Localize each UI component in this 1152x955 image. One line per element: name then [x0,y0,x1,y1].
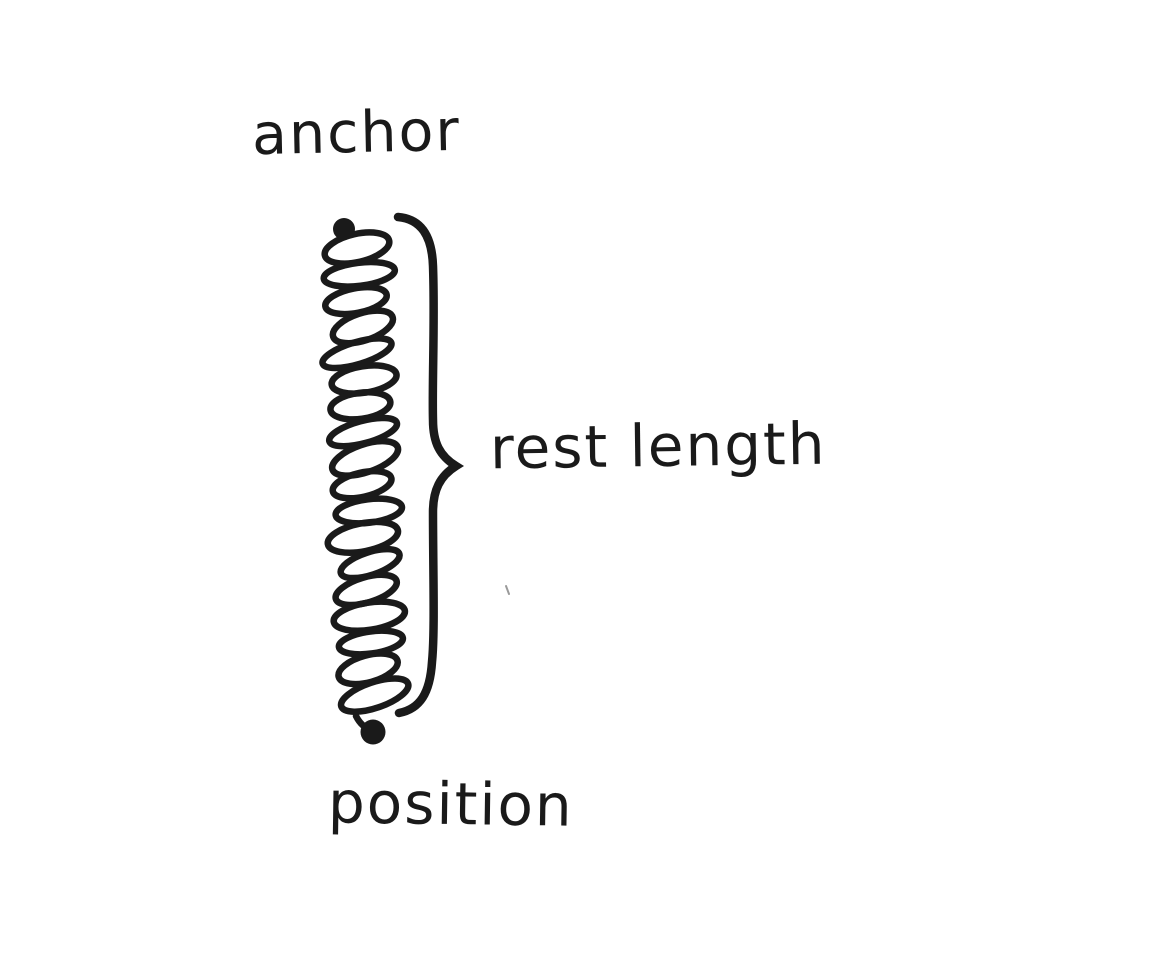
anchor-point [333,218,355,240]
rest-length-brace [393,212,465,718]
ink-speck [505,585,510,595]
position-point [360,719,386,745]
anchor-label: anchor [251,97,462,169]
position-label: position [327,768,575,840]
rest-length-label: rest length [489,409,827,483]
spring-coil-icon [319,229,412,715]
